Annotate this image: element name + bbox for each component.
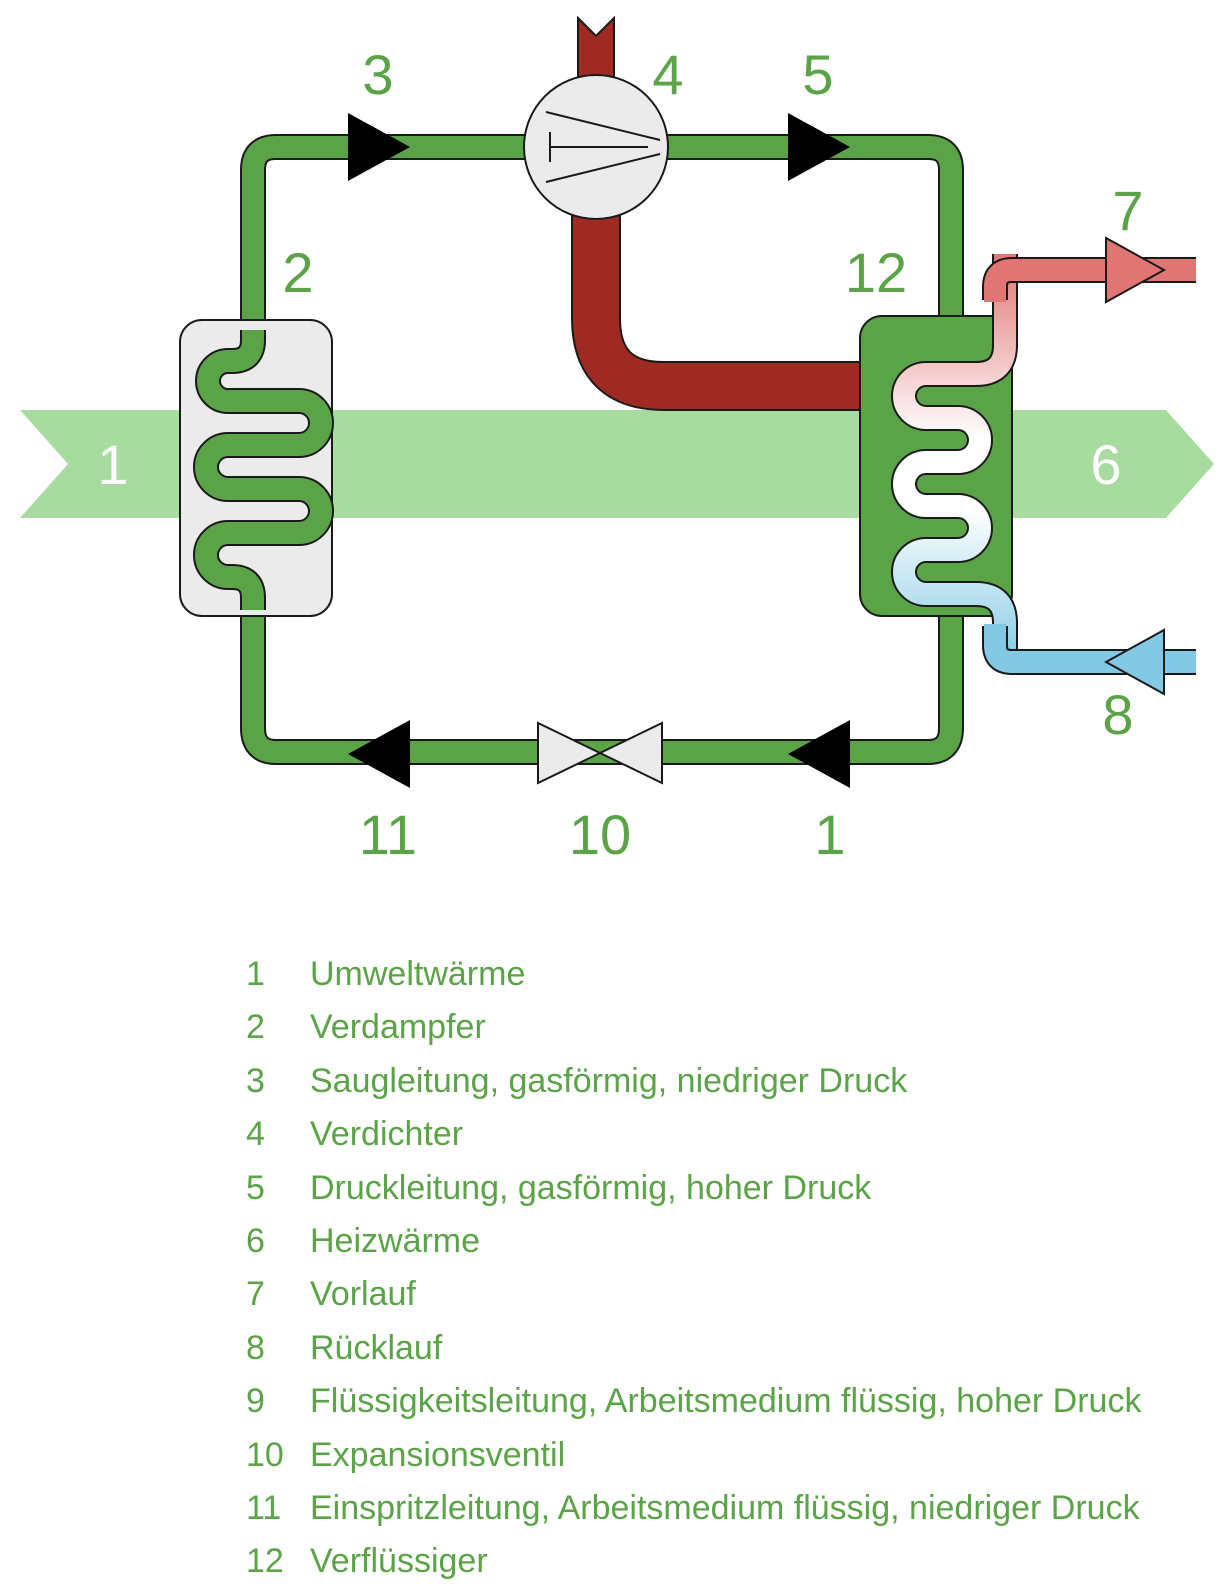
legend-text: Heizwärme (310, 1221, 481, 1260)
legend-text: Druckleitung, gasförmig, hoher Druck (310, 1168, 872, 1207)
legend-item: 2 Verdampfer (246, 1001, 1141, 1054)
legend-item: 5 Druckleitung, gasförmig, hoher Druck (246, 1162, 1141, 1215)
hot-gas-line (571, 15, 870, 411)
label-pressure-line: 5 (802, 43, 833, 106)
legend-number: 7 (246, 1275, 265, 1314)
legend-text: Verflüssiger (310, 1542, 488, 1581)
legend-number: 9 (246, 1382, 265, 1421)
legend-text: Einspritzleitung, Arbeitsmedium flüssig,… (310, 1488, 1140, 1527)
label-suction-line: 3 (362, 43, 393, 106)
label-evaporator: 2 (282, 241, 313, 304)
legend-number: 10 (246, 1435, 284, 1474)
legend-text: Verdichter (310, 1115, 464, 1154)
legend-number: 3 (246, 1061, 265, 1100)
legend-number: 5 (246, 1168, 265, 1207)
return-line (982, 624, 1196, 696)
label-expansion-valve: 10 (569, 803, 631, 866)
label-liquid-line: 1 (814, 803, 845, 866)
legend-text: Umweltwärme (310, 955, 526, 993)
legend-number: 12 (246, 1542, 284, 1581)
label-condenser: 12 (845, 241, 907, 304)
compressor (523, 74, 669, 220)
evaporator (179, 319, 334, 617)
flow-arrow-injection (348, 720, 410, 788)
label-injection-line: 11 (359, 803, 417, 866)
legend-text: Expansionsventil (310, 1435, 566, 1474)
legend-number: 4 (246, 1115, 265, 1154)
label-env-heat: 1 (97, 433, 128, 496)
legend-text: Verdampfer (310, 1008, 486, 1047)
legend-number: 8 (246, 1328, 265, 1367)
legend-number: 1 (246, 955, 265, 993)
heat-pump-diagram: 1 2 3 4 5 6 7 8 1 10 11 12 (20, 15, 1214, 866)
legend-item: 6 Heizwärme (246, 1215, 1141, 1268)
label-compressor: 4 (652, 43, 683, 106)
legend-item: 7 Vorlauf (246, 1268, 1141, 1321)
legend-item: 10 Expansionsventil (246, 1429, 1141, 1482)
legend: 1 Umweltwärme 2 Verdampfer 3 Saugleitung, g… (246, 948, 1141, 1589)
supply-line (982, 236, 1196, 304)
label-heating-heat: 6 (1090, 433, 1121, 496)
legend-item: 3 Saugleitung, gasförmig, niedriger Druck (246, 1055, 1141, 1108)
legend-text: Rücklauf (310, 1328, 443, 1367)
legend-number: 2 (246, 1008, 265, 1047)
legend-text: Vorlauf (310, 1275, 416, 1314)
return-arrow (1103, 628, 1165, 696)
label-supply: 7 (1112, 179, 1143, 242)
legend-item: 9 Flüssigkeitsleitung, Arbeitsmedium flüs… (246, 1375, 1141, 1428)
legend-item: 4 Verdichter (246, 1108, 1141, 1161)
legend-item: 1 Umweltwärme (246, 948, 1141, 1001)
expansion-valve (537, 721, 663, 785)
legend-text: Flüssigkeitsleitung, Arbeitsmedium flüss… (310, 1382, 1142, 1421)
legend-text: Saugleitung, gasförmig, niedriger Druck (310, 1061, 908, 1100)
flow-arrow-liquid (788, 720, 850, 788)
supply-arrow (1105, 236, 1167, 304)
flow-arrow-suction (348, 113, 410, 181)
legend-item: 11 Einspritzleitung, Arbeitsmedium flüssi… (246, 1482, 1141, 1535)
flow-arrow-pressure (788, 113, 850, 181)
legend-item: 8 Rücklauf (246, 1322, 1141, 1375)
legend-number: 11 (246, 1488, 282, 1527)
condenser (859, 254, 1018, 666)
label-return: 8 (1102, 683, 1133, 746)
legend-number: 6 (246, 1221, 265, 1260)
legend-item: 12 Verflüssiger (246, 1535, 1141, 1588)
